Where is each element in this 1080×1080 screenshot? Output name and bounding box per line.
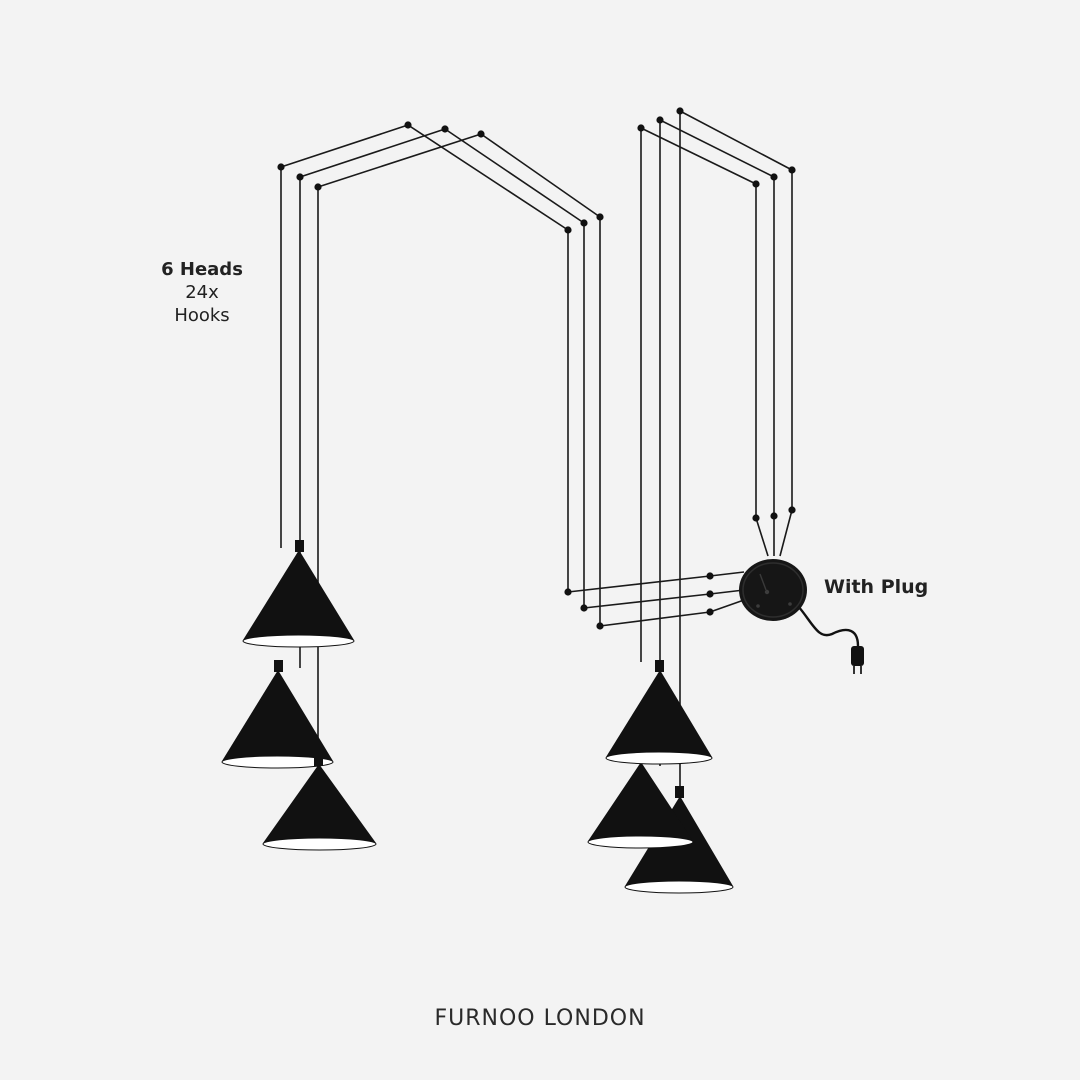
wire-right-3 — [679, 110, 793, 790]
wire-link-a — [709, 571, 745, 577]
hook-dot — [706, 608, 714, 616]
hook-dot — [277, 163, 285, 171]
heads-spec-label: 6 Heads 24x Hooks — [142, 258, 262, 327]
brand-name: FURNOO LONDON — [434, 1006, 646, 1031]
hook-dot — [706, 572, 714, 580]
hook-dot — [676, 107, 684, 115]
hook-dot — [752, 514, 760, 522]
plug-icon — [851, 646, 864, 674]
hook-dot — [404, 121, 412, 129]
hook-dot — [580, 604, 588, 612]
wire-right-2 — [659, 119, 775, 766]
hook-dot — [580, 219, 588, 227]
wire-left-1 — [280, 124, 711, 593]
canopy — [739, 559, 860, 647]
power-cable — [797, 605, 860, 647]
suspension-wires — [280, 110, 793, 790]
hook-dot — [770, 173, 778, 181]
pendant-lamp — [262, 756, 377, 851]
hook-dot — [637, 124, 645, 132]
pendant-lamp — [605, 660, 713, 765]
pendant-lamp — [587, 762, 694, 849]
hook-points — [277, 107, 796, 630]
pendant-lamp — [242, 540, 355, 648]
hook-dot — [564, 226, 572, 234]
hook-dot — [788, 506, 796, 514]
canopy-body — [739, 559, 807, 621]
wire-left-2 — [299, 128, 711, 668]
hook-dot — [770, 512, 778, 520]
hook-dot — [752, 180, 760, 188]
pendant-lamp — [221, 660, 334, 769]
hook-dot — [706, 590, 714, 598]
hook-dot — [596, 622, 604, 630]
hook-dot — [441, 125, 449, 133]
hook-dot — [564, 588, 572, 596]
heads-title: 6 Heads — [161, 259, 243, 280]
hook-dot — [296, 173, 304, 181]
hook-dot — [596, 213, 604, 221]
wire-left-3 — [317, 133, 711, 770]
hook-dot — [477, 130, 485, 138]
wire-link-c — [709, 599, 745, 613]
hook-dot — [656, 116, 664, 124]
plug-label: With Plug — [824, 576, 929, 598]
hook-dot — [314, 183, 322, 191]
hook-dot — [788, 166, 796, 174]
hooks-count: 24x — [185, 282, 219, 303]
hooks-label: Hooks — [174, 305, 230, 326]
wire-link-b — [709, 589, 745, 595]
